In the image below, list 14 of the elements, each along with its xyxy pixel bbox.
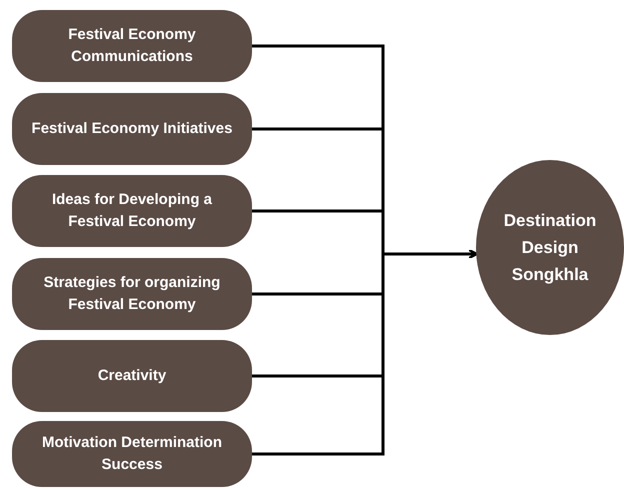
factor-pill xyxy=(12,340,252,412)
factor-pill xyxy=(12,10,252,82)
node-label: Festival Economy Initiatives xyxy=(32,118,232,139)
node-label: Strategies for organizing Festival Economy xyxy=(42,272,222,315)
factor-pill xyxy=(12,93,252,165)
factor-pill xyxy=(12,421,252,487)
node-label: Destination Design Songkhla xyxy=(502,210,598,286)
factor-pill xyxy=(12,175,252,247)
node-label: Motivation Determination Success xyxy=(40,432,223,475)
factor-pill xyxy=(12,258,252,330)
node-label: Ideas for Developing a Festival Economy xyxy=(50,190,214,232)
node-label: Festival Economy Communications xyxy=(67,24,197,67)
connector-arrow xyxy=(252,249,478,456)
node-label: Creativity xyxy=(98,366,166,386)
